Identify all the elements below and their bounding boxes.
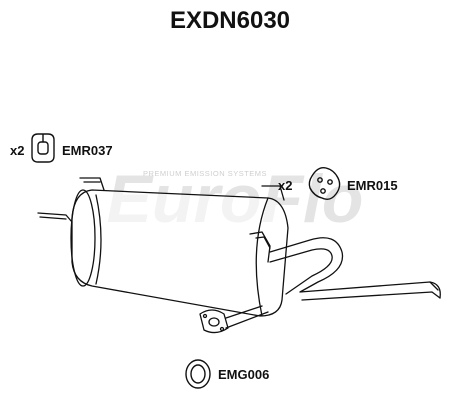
part-callout-emr037: x2 EMR037 [10, 133, 113, 163]
tail-pipe-end-rim [429, 281, 441, 299]
part-number-title: EXDN6030 [170, 7, 290, 34]
part-qty: x2 [278, 178, 292, 193]
silencer-front-cap [70, 189, 96, 287]
silencer-front-cap-inner [95, 194, 102, 285]
silencer-rear-cap [255, 197, 269, 317]
rubber-mount-icon [308, 166, 341, 201]
tail-pipe-end [301, 291, 441, 301]
tail-pipe-lower [269, 248, 333, 295]
inlet-flange-hole [208, 317, 220, 327]
hanger-rod-right-1 [261, 185, 285, 201]
hanger-rod-right-2 [249, 231, 271, 263]
hanger-rod-left-1 [79, 177, 105, 191]
silencer-assembly [37, 177, 441, 334]
hanger-rod-left-2b [39, 216, 67, 220]
inlet-flange-bolt-hole-2 [219, 326, 225, 332]
hanger-rod-left-2 [37, 212, 73, 223]
inlet-pipe-upper [225, 305, 263, 319]
inlet-flange [199, 309, 229, 334]
gasket-ring-icon [185, 359, 211, 389]
part-code: EMG006 [218, 367, 269, 382]
part-callout-emr015: x2 EMR015 [278, 166, 398, 201]
hanger-rod-right-3 [255, 236, 271, 249]
watermark-tagline: PREMIUM EMISSION SYSTEMS [143, 169, 267, 178]
part-callout-emg006: EMG006 [185, 359, 269, 389]
part-code: EMR037 [62, 143, 113, 158]
part-code: EMR015 [347, 178, 398, 193]
silencer-box [71, 189, 289, 317]
rubber-hanger-icon [31, 133, 55, 163]
inlet-flange-bolt-hole-1 [202, 313, 208, 319]
inlet-pipe-lower [225, 311, 269, 329]
tail-pipe-upper [269, 237, 439, 293]
part-qty: x2 [10, 143, 24, 158]
